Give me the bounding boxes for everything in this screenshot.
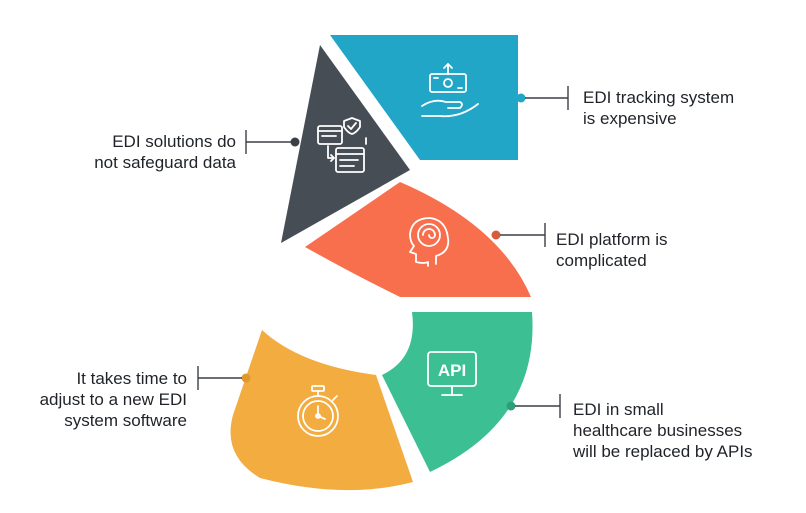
segment-tracking (330, 35, 518, 160)
label-line: It takes time to (76, 369, 187, 388)
connector-adjust (197, 366, 251, 390)
label-line: not safeguard data (94, 153, 236, 172)
segment-adjust (230, 330, 413, 491)
label-complicated: EDI platform is complicated (556, 229, 667, 271)
data-transfer-shield-icon (317, 117, 367, 173)
api-monitor-icon: API (427, 351, 477, 396)
label-tracking: EDI tracking system is expensive (583, 87, 734, 129)
label-safeguard: EDI solutions do not safeguard data (94, 131, 236, 173)
label-line: healthcare businesses (573, 421, 743, 440)
label-adjust: It takes time to adjust to a new EDI sys… (40, 368, 187, 431)
connector-apis (506, 394, 561, 418)
label-line: EDI in small (573, 400, 664, 419)
head-spiral-icon (409, 217, 450, 267)
connector-safeguard (245, 130, 300, 154)
hand-money-icon (421, 63, 479, 118)
connector-complicated (491, 223, 546, 247)
stopwatch-icon (297, 385, 339, 437)
label-line: is expensive (583, 109, 677, 128)
connector-tracking (516, 86, 569, 110)
segment-apis (382, 312, 533, 472)
label-line: EDI solutions do (112, 132, 236, 151)
label-line: system software (64, 411, 187, 430)
segment-safeguard (281, 45, 410, 243)
label-line: EDI tracking system (583, 88, 735, 107)
label-apis: EDI in small healthcare businesses will … (573, 399, 753, 462)
label-line: adjust to a new EDI (39, 390, 187, 409)
api-icon-text: API (438, 361, 466, 380)
label-line: complicated (556, 251, 647, 270)
label-line: EDI platform is (556, 230, 668, 249)
label-line: will be replaced by APIs (573, 442, 753, 461)
